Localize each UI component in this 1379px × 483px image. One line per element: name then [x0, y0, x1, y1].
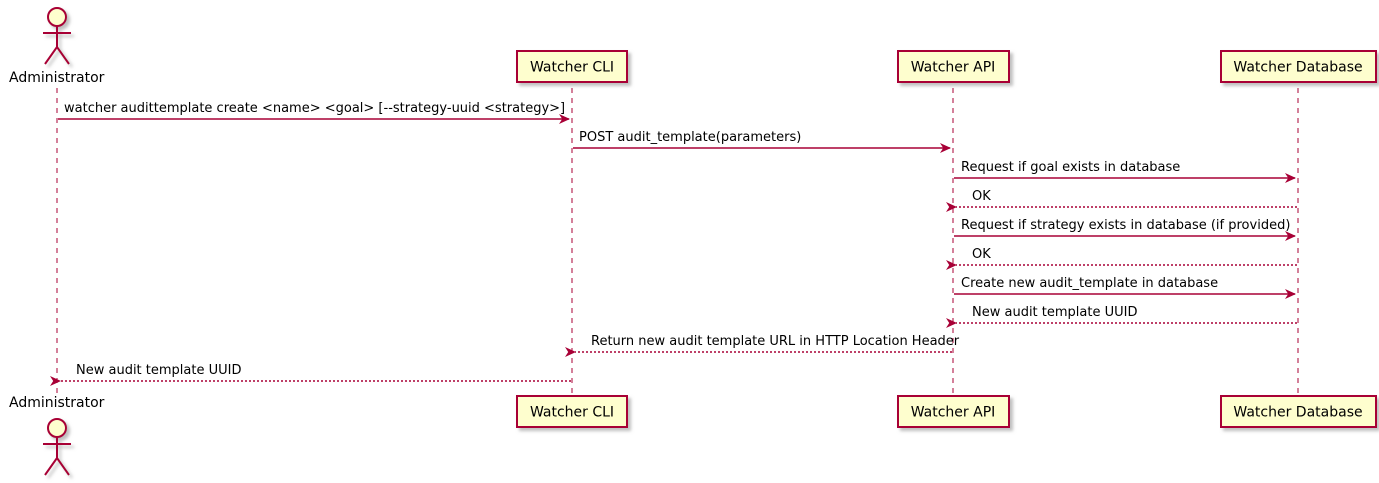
actor-admin: Administrator — [9, 395, 105, 476]
participant-db[interactable]: Watcher Database — [1220, 50, 1377, 83]
message-label-7: Create new audit_template in database — [961, 276, 1218, 291]
participant-box-db[interactable] — [1220, 395, 1377, 428]
message-6: OK — [946, 247, 1297, 270]
participant-box-cli[interactable] — [516, 50, 628, 83]
participant-box-api[interactable] — [897, 395, 1010, 428]
participant-label-cli: Watcher CLI — [530, 405, 614, 421]
lifelines-layer — [56, 88, 1299, 393]
participant-label-cli: Watcher CLI — [530, 60, 614, 76]
message-5: Request if strategy exists in database (… — [954, 218, 1296, 241]
participant-label-db: Watcher Database — [1233, 405, 1362, 421]
participant-cli[interactable]: Watcher CLI — [516, 395, 628, 428]
participant-label-admin: Administrator — [9, 70, 105, 86]
message-label-3: Request if goal exists in database — [961, 160, 1180, 175]
message-label-1: watcher audittemplate create <name> <goa… — [64, 101, 565, 116]
message-label-6: OK — [972, 247, 991, 262]
message-label-8: New audit template UUID — [972, 305, 1137, 320]
message-label-5: Request if strategy exists in database (… — [961, 218, 1290, 233]
message-label-9: Return new audit template URL in HTTP Lo… — [591, 334, 960, 349]
participant-box-api[interactable] — [897, 50, 1010, 83]
participant-api[interactable]: Watcher API — [897, 395, 1010, 428]
actor-head-icon — [47, 418, 67, 438]
message-4: OK — [946, 189, 1297, 212]
message-3: Request if goal exists in database — [954, 160, 1296, 183]
message-label-4: OK — [972, 189, 991, 204]
message-9: Return new audit template URL in HTTP Lo… — [565, 334, 960, 357]
messages-layer: watcher audittemplate create <name> <goa… — [50, 101, 1297, 386]
actor-figure-admin — [43, 418, 71, 476]
message-8: New audit template UUID — [946, 305, 1297, 328]
actor-admin: Administrator — [9, 7, 105, 86]
participant-label-admin: Administrator — [9, 395, 105, 411]
message-1: watcher audittemplate create <name> <goa… — [58, 101, 570, 124]
participant-label-db: Watcher Database — [1233, 60, 1362, 76]
participant-box-cli[interactable] — [516, 395, 628, 428]
participant-label-api: Watcher API — [911, 405, 996, 421]
participant-box-db[interactable] — [1220, 50, 1377, 83]
message-7: Create new audit_template in database — [954, 276, 1296, 299]
actor-leg-right-icon — [56, 457, 70, 476]
actor-leg-right-icon — [56, 46, 70, 65]
actor-leg-left-icon — [44, 457, 58, 476]
participant-api[interactable]: Watcher API — [897, 50, 1010, 83]
participant-cli[interactable]: Watcher CLI — [516, 50, 628, 83]
message-10: New audit template UUID — [50, 363, 571, 386]
participant-db[interactable]: Watcher Database — [1220, 395, 1377, 428]
participant-label-api: Watcher API — [911, 60, 996, 76]
message-2: POST audit_template(parameters) — [573, 130, 951, 153]
message-label-2: POST audit_template(parameters) — [579, 130, 801, 145]
actor-figure-admin — [43, 7, 71, 65]
message-label-10: New audit template UUID — [76, 363, 241, 378]
actor-leg-left-icon — [44, 46, 58, 65]
actor-head-icon — [47, 7, 67, 27]
